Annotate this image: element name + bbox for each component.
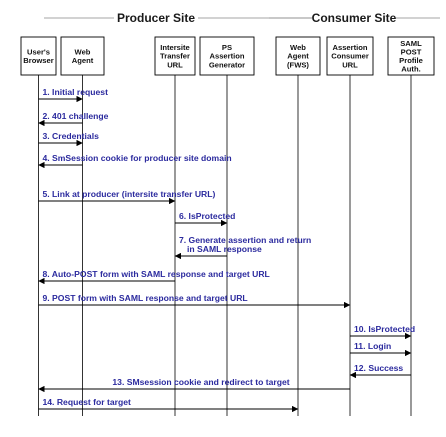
message-13: 13. SMsession cookie and redirect to tar… [38, 377, 350, 393]
participant-label: Web [290, 43, 306, 52]
message-label: 2. 401 challenge [43, 111, 109, 121]
participant-label: PS [222, 43, 232, 52]
message-label: 13. SMsession cookie and redirect to tar… [112, 377, 289, 387]
participant-label: Generator [209, 60, 245, 69]
message-5: 5. Link at producer (intersite transfer … [38, 189, 216, 205]
participant-label: (FWS) [287, 60, 309, 69]
participant-label: Assertion [209, 52, 244, 61]
participant-label: Auth. [401, 65, 420, 74]
message-1: 1. Initial request [38, 87, 109, 103]
site-label-producer: Producer Site [117, 11, 195, 25]
participant-label: URL [342, 60, 358, 69]
participant-label: Consumer [331, 52, 369, 61]
message-label: 14. Request for target [43, 397, 131, 407]
participant-label: Agent [72, 56, 94, 65]
participant-label: Browser [23, 56, 53, 65]
message-2: 2. 401 challenge [38, 111, 109, 127]
message-label: 6. IsProtected [179, 211, 235, 221]
participant-label: Agent [287, 52, 309, 61]
message-4: 4. SmSession cookie for producer site do… [38, 153, 232, 169]
message-label: in SAML response [187, 244, 262, 254]
message-label: 3. Credentials [43, 131, 100, 141]
message-label: 9. POST form with SAML response and targ… [43, 293, 248, 303]
participant-label: User's [27, 47, 50, 56]
participant-box [154, 36, 196, 76]
participant-box [60, 36, 105, 76]
participant-label: URL [167, 60, 183, 69]
message-8: 8. Auto-POST form with SAML response and… [38, 269, 270, 285]
message-label: 1. Initial request [43, 87, 109, 97]
message-6: 6. IsProtected [175, 211, 235, 227]
message-label: 10. IsProtected [354, 324, 415, 334]
message-label: 8. Auto-POST form with SAML response and… [43, 269, 270, 279]
message-label: 7. Generate assertion and return [179, 235, 311, 245]
message-label: 4. SmSession cookie for producer site do… [43, 153, 232, 163]
message-9: 9. POST form with SAML response and targ… [38, 293, 351, 309]
message-label: 11. Login [354, 341, 391, 351]
message-label: 5. Link at producer (intersite transfer … [43, 189, 216, 199]
site-label-consumer: Consumer Site [312, 11, 397, 25]
message-11: 11. Login [350, 341, 412, 357]
message-14: 14. Request for target [38, 397, 299, 413]
participant-label: Assertion [332, 43, 367, 52]
participant-label: SAML [400, 39, 422, 48]
message-label: 12. Success [354, 363, 403, 373]
participant-label: Profile [399, 56, 423, 65]
message-3: 3. Credentials [38, 131, 100, 147]
participant-box [326, 36, 374, 76]
participant-label: Intersite [160, 43, 190, 52]
message-10: 10. IsProtected [350, 324, 415, 340]
participant-box [387, 36, 435, 76]
participant-box [199, 36, 255, 76]
participant-label: POST [401, 47, 422, 56]
site-header-consumer: Consumer Site [269, 11, 440, 25]
participant-label: Web [75, 47, 91, 56]
message-12: 12. Success [349, 363, 411, 379]
participant-label: Transfer [160, 52, 190, 61]
participant-box [275, 36, 321, 76]
